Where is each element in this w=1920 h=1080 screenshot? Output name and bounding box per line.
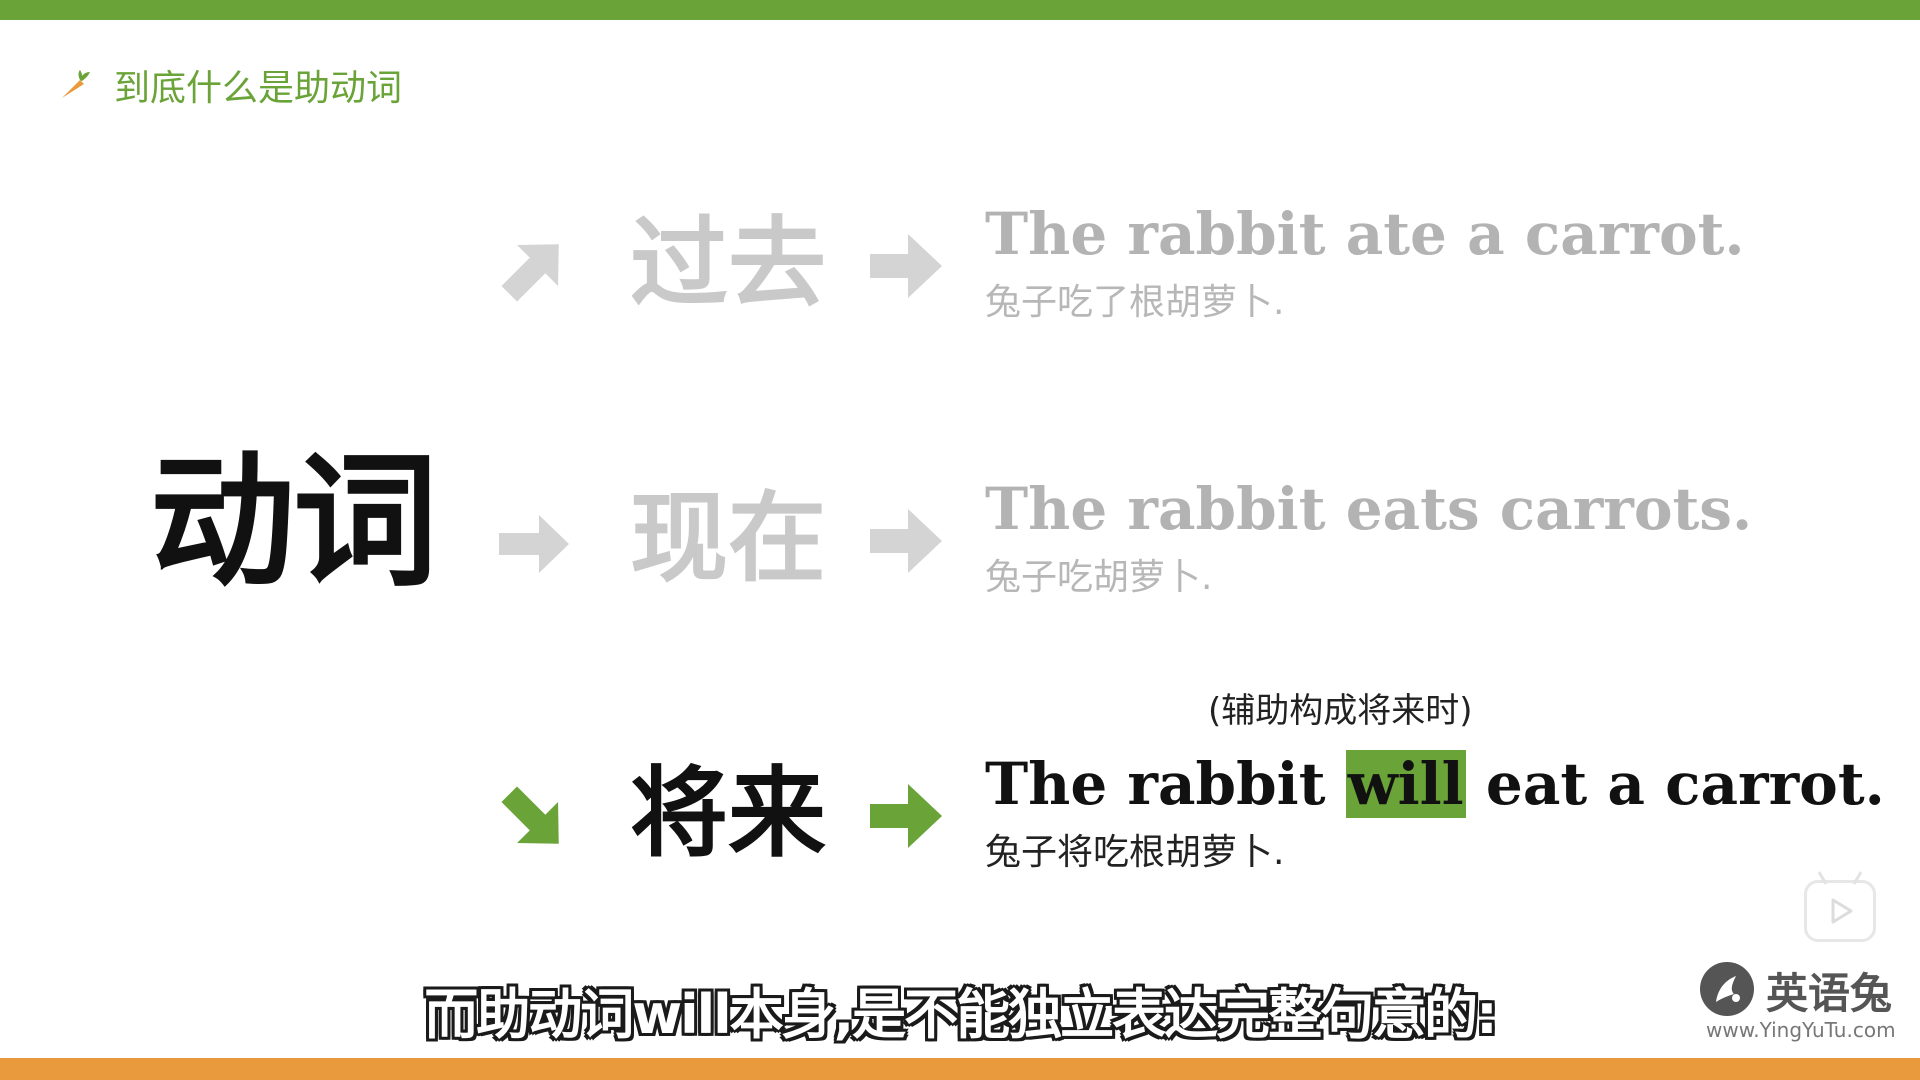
slide-title: 到底什么是助动词: [114, 68, 403, 109]
carrot-icon: [62, 70, 90, 98]
top-accent-bar: [0, 0, 1920, 20]
tense-label-future: 将来: [630, 756, 827, 871]
sentence-end: eat a carrot.: [1465, 750, 1885, 818]
arrow-right-icon: [870, 784, 942, 848]
example-sentence-present: The rabbit eats carrots.: [985, 475, 1753, 543]
main-verb-label: 动词: [150, 437, 438, 607]
slide-header: 到底什么是助动词: [58, 60, 402, 110]
tense-row-future: 将来 The rabbit will eat a carrot. 兔子将吃根胡萝…: [0, 730, 1920, 930]
translation-present: 兔子吃胡萝卜.: [985, 557, 1213, 598]
brand-url: www.YingYuTu.com: [1706, 1018, 1896, 1042]
arrow-right-icon: [870, 234, 942, 298]
brand-name: 英语兔: [1766, 969, 1893, 1018]
translation-future: 兔子将吃根胡萝卜.: [985, 832, 1285, 873]
arrow-right-icon: [499, 515, 569, 573]
arrow-up-right-icon: [501, 244, 559, 302]
rabbit-logo-icon: [1700, 962, 1754, 1016]
highlighted-auxiliary-verb: will: [1345, 750, 1466, 818]
future-tense-note: (辅助构成将来时): [1208, 691, 1473, 731]
play-icon: [1831, 898, 1853, 924]
arrow-right-icon: [870, 509, 942, 573]
video-subtitle: 而助动词will本身,是不能独立表达完整句意的:: [424, 983, 1498, 1046]
example-sentence-future: The rabbit will eat a carrot.: [985, 750, 1885, 818]
tense-row-present: 现在 The rabbit eats carrots. 兔子吃胡萝卜.: [0, 455, 1920, 655]
video-play-button[interactable]: [1804, 871, 1876, 942]
tense-row-past: 过去 The rabbit ate a carrot. 兔子吃了根胡萝卜.: [0, 180, 1920, 380]
sentence-start: The rabbit: [985, 750, 1346, 818]
tense-label-past: 过去: [630, 206, 827, 321]
tense-label-present: 现在: [630, 481, 827, 596]
brand-watermark: 英语兔 www.YingYuTu.com: [1700, 960, 1900, 1042]
translation-past: 兔子吃了根胡萝卜.: [985, 282, 1285, 323]
example-sentence-past: The rabbit ate a carrot.: [985, 200, 1745, 268]
arrow-down-right-icon: [501, 786, 559, 844]
bottom-accent-bar: [0, 1058, 1920, 1080]
